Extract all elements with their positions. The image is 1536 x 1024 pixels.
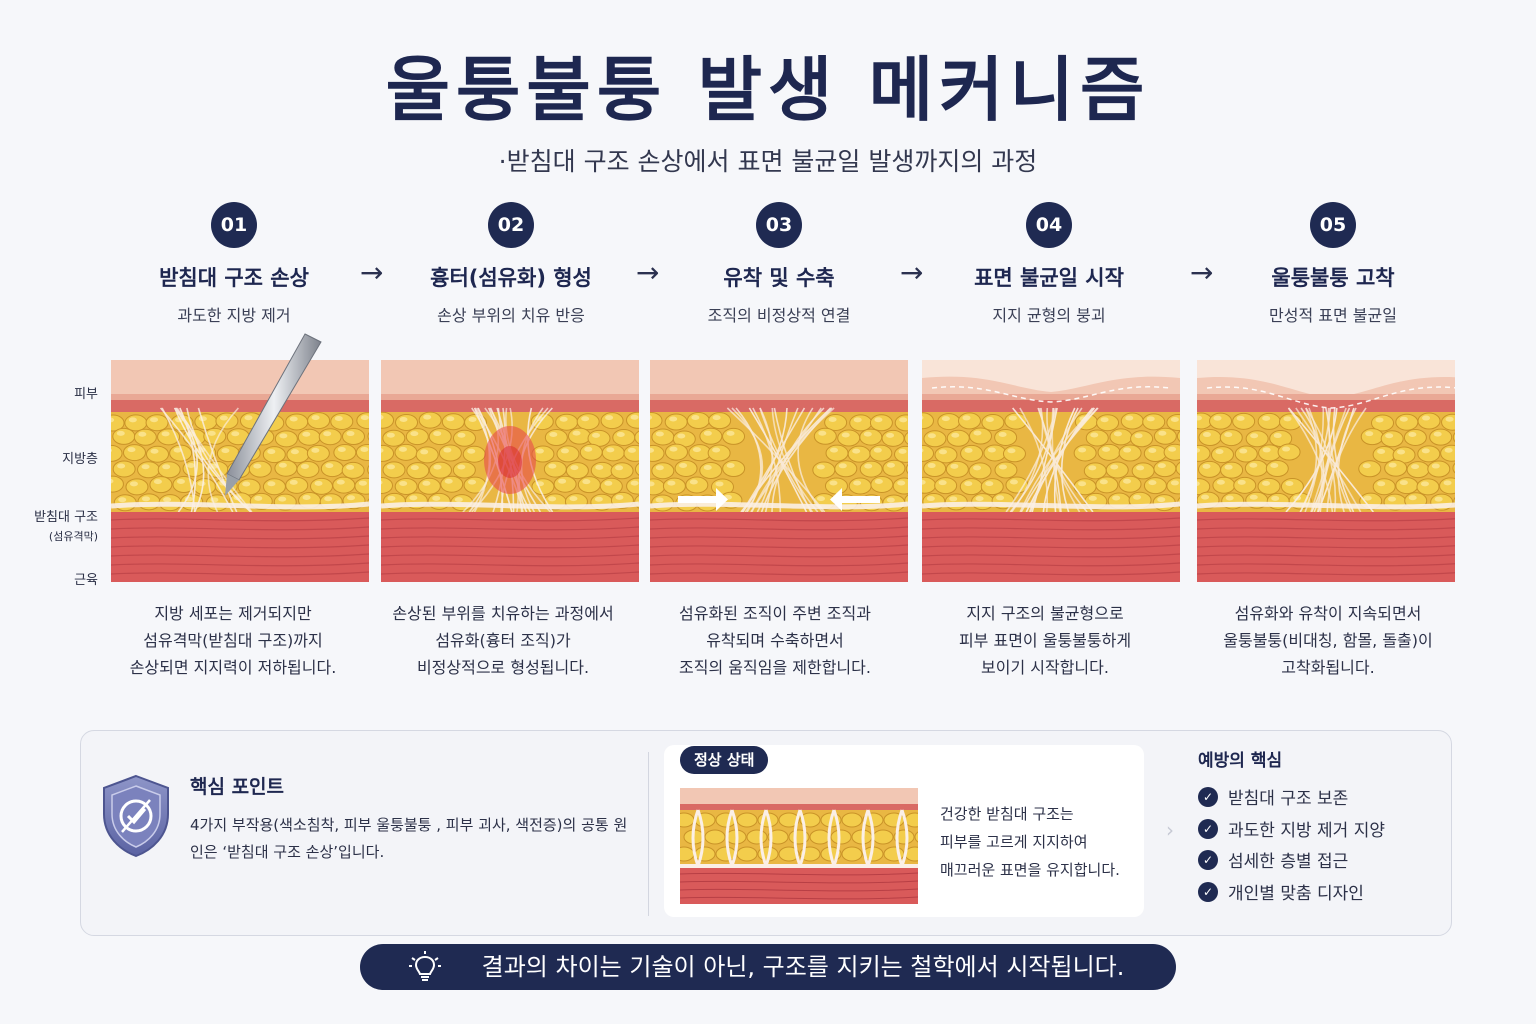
page-subtitle: ·받침대 구조 손상에서 표면 불균일 발생까지의 과정 bbox=[498, 147, 1038, 176]
step-title: 유착 및 수축 bbox=[723, 266, 835, 290]
tissue-panel-1 bbox=[111, 360, 369, 582]
step-title: 표면 불균일 시작 bbox=[974, 266, 1124, 290]
key-point-text: 4가지 부작용(색소침착, 피부 울퉁불퉁 , 피부 괴사, 색전증)의 공통 … bbox=[190, 816, 628, 861]
prevention-item: ✓ 섬세한 층별 접근 bbox=[1198, 847, 1348, 872]
prevention-item: ✓ 개인별 맞춤 디자인 bbox=[1198, 879, 1364, 904]
prevention-item: ✓ 받침대 구조 보존 bbox=[1198, 784, 1348, 809]
normal-tissue-illustration bbox=[680, 788, 918, 904]
step-subtitle: 만성적 표면 불균일 bbox=[1269, 306, 1397, 325]
step-number: 01 bbox=[211, 202, 257, 248]
chevron-right-icon: › bbox=[1166, 818, 1174, 842]
step-number: 03 bbox=[756, 202, 802, 248]
step-title: 흉터(섬유화) 형성 bbox=[430, 266, 592, 290]
layer-label-skin: 피부 bbox=[74, 387, 98, 402]
check-icon: ✓ bbox=[1198, 818, 1218, 839]
prevention-item-label: 섬세한 층별 접근 bbox=[1228, 852, 1349, 872]
normal-line: 매끄러운 표면을 유지합니다. bbox=[940, 861, 1120, 879]
prevention-title: 예방의 핵심 bbox=[1198, 751, 1283, 771]
normal-line: 건강한 받침대 구조는 bbox=[940, 805, 1074, 823]
conclusion-banner: 결과의 차이는 기술이 아닌, 구조를 지키는 철학에서 시작됩니다. bbox=[360, 944, 1176, 990]
cannula-needle-icon bbox=[225, 333, 322, 496]
page-title: 울퉁불퉁 발생 메커니즘 bbox=[385, 48, 1151, 131]
tissue-illustration bbox=[922, 360, 1180, 582]
key-point-title: 핵심 포인트 bbox=[190, 776, 285, 798]
layer-label-support-sub: (섬유격막) bbox=[48, 530, 98, 543]
check-icon: ✓ bbox=[1198, 786, 1218, 807]
arrow-right-icon: → bbox=[1190, 256, 1214, 289]
step-subtitle: 지지 균형의 붕괴 bbox=[992, 306, 1106, 325]
step-subtitle: 과도한 지방 제거 bbox=[177, 306, 291, 325]
tissue-panel-3 bbox=[650, 360, 908, 582]
arrow-right-icon bbox=[678, 488, 728, 511]
desc-line: 섬유격막(받침대 구조)까지 bbox=[143, 631, 323, 650]
arrow-right-icon: → bbox=[900, 256, 924, 289]
shield-icon bbox=[103, 774, 169, 858]
layer-label-fat: 지방층 bbox=[62, 452, 98, 467]
prevention-item: ✓ 과도한 지방 제거 지양 bbox=[1198, 816, 1385, 841]
desc-line: 울퉁불퉁(비대칭, 함몰, 돌출)이 bbox=[1223, 631, 1433, 650]
desc-line: 손상되면 지지력이 저하됩니다. bbox=[129, 658, 337, 677]
layer-label-support-main: 받침대 구조 bbox=[34, 510, 98, 525]
step-description-4: 지지 구조의 불균형으로 피부 표면이 울퉁불퉁하게 보이기 시작합니다. bbox=[900, 600, 1190, 681]
normal-line: 피부를 고르게 지지하여 bbox=[940, 833, 1088, 851]
step-title: 받침대 구조 손상 bbox=[159, 266, 309, 290]
desc-line: 고착화됩니다. bbox=[1281, 658, 1375, 677]
normal-state-badge: 정상 상태 bbox=[680, 746, 769, 774]
step-2: 02 흉터(섬유화) 형성 손상 부위의 치유 반응 bbox=[381, 202, 641, 326]
step-number: 04 bbox=[1026, 202, 1072, 248]
layer-label-support: 받침대 구조 (섬유격막) bbox=[34, 506, 98, 544]
tissue-panel-5 bbox=[1197, 360, 1455, 582]
arrow-right-icon: → bbox=[360, 256, 384, 289]
banner-text: 결과의 차이는 기술이 아닌, 구조를 지키는 철학에서 시작됩니다. bbox=[481, 953, 1125, 981]
tissue-illustration bbox=[1197, 360, 1455, 582]
step-5: 05 울퉁불퉁 고착 만성적 표면 불균일 bbox=[1203, 202, 1463, 326]
step-subtitle: 조직의 비정상적 연결 bbox=[707, 306, 851, 325]
desc-line: 손상된 부위를 치유하는 과정에서 bbox=[392, 604, 614, 623]
desc-line: 보이기 시작합니다. bbox=[981, 658, 1109, 677]
prevention-item-label: 개인별 맞춤 디자인 bbox=[1228, 884, 1364, 904]
desc-line: 비정상적으로 형성됩니다. bbox=[416, 658, 590, 677]
arrow-right-icon: → bbox=[636, 256, 660, 289]
step-4: 04 표면 불균일 시작 지지 균형의 붕괴 bbox=[919, 202, 1179, 326]
step-3: 03 유착 및 수축 조직의 비정상적 연결 bbox=[649, 202, 909, 326]
desc-line: 지방 세포는 제거되지만 bbox=[154, 604, 312, 623]
tissue-illustration bbox=[650, 360, 908, 582]
lightbulb-icon bbox=[409, 951, 441, 981]
step-subtitle: 손상 부위의 치유 반응 bbox=[437, 306, 585, 325]
prevention-item-label: 받침대 구조 보존 bbox=[1228, 789, 1349, 809]
step-description-3: 섬유화된 조직이 주변 조직과 유착되며 수축하면서 조직의 움직임을 제한합니… bbox=[630, 600, 920, 681]
desc-line: 섬유화된 조직이 주변 조직과 bbox=[679, 604, 871, 623]
step-description-5: 섬유화와 유착이 지속되면서 울퉁불퉁(비대칭, 함몰, 돌출)이 고착화됩니다… bbox=[1183, 600, 1473, 681]
tissue-illustration bbox=[111, 360, 369, 582]
desc-line: 섬유화와 유착이 지속되면서 bbox=[1234, 604, 1422, 623]
desc-line: 섬유화(흉터 조직)가 bbox=[435, 631, 571, 650]
layer-label-muscle: 근육 bbox=[74, 573, 98, 588]
desc-line: 피부 표면이 울퉁불퉁하게 bbox=[958, 631, 1132, 650]
desc-line: 유착되며 수축하면서 bbox=[706, 631, 844, 650]
tissue-panel-2 bbox=[381, 360, 639, 582]
tissue-illustration bbox=[381, 360, 639, 582]
skin-layer bbox=[381, 360, 639, 396]
check-icon: ✓ bbox=[1198, 881, 1218, 902]
desc-line: 지지 구조의 불균형으로 bbox=[966, 604, 1124, 623]
desc-line: 조직의 움직임을 제한합니다. bbox=[679, 658, 871, 677]
step-number: 02 bbox=[488, 202, 534, 248]
normal-state-text: 건강한 받침대 구조는 피부를 고르게 지지하여 매끄러운 표면을 유지합니다. bbox=[940, 800, 1140, 884]
step-description-2: 손상된 부위를 치유하는 과정에서 섬유화(흉터 조직)가 비정상적으로 형성됩… bbox=[358, 600, 648, 681]
skin-layer bbox=[650, 360, 908, 396]
check-icon: ✓ bbox=[1198, 849, 1218, 870]
step-title: 울퉁불퉁 고착 bbox=[1271, 266, 1395, 290]
step-1: 01 받침대 구조 손상 과도한 지방 제거 bbox=[104, 202, 364, 326]
step-number: 05 bbox=[1310, 202, 1356, 248]
prevention-item-label: 과도한 지방 제거 지양 bbox=[1228, 821, 1385, 841]
arrow-left-icon bbox=[830, 488, 880, 511]
divider bbox=[648, 752, 649, 916]
step-description-1: 지방 세포는 제거되지만 섬유격막(받침대 구조)까지 손상되면 지지력이 저하… bbox=[88, 600, 378, 681]
tissue-panel-4 bbox=[922, 360, 1180, 582]
